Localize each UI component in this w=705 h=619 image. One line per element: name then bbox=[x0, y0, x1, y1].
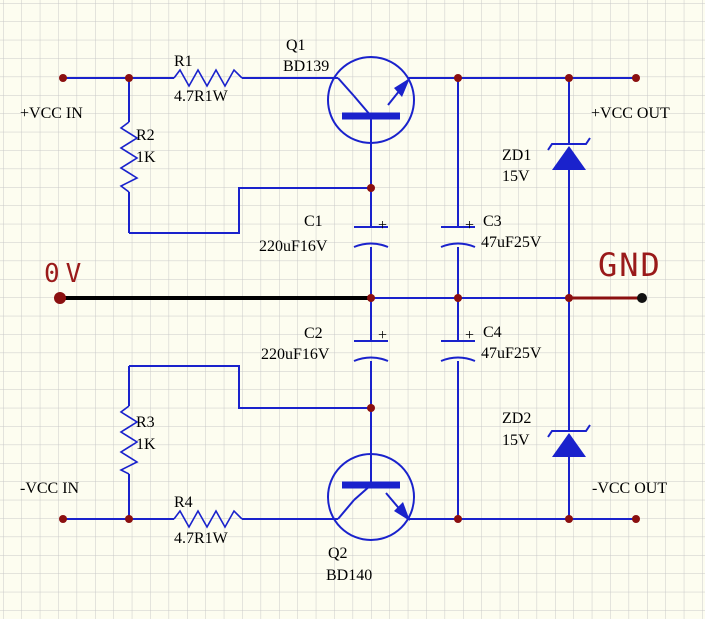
gnd-label: GND bbox=[598, 246, 662, 284]
q2-transistor bbox=[327, 453, 415, 541]
c2-ref: C2 bbox=[304, 325, 323, 342]
r1-resistor bbox=[173, 68, 243, 88]
c2-capacitor bbox=[353, 340, 389, 362]
zero-v-label: 0V bbox=[44, 259, 87, 289]
vcc-in-neg-label: -VCC IN bbox=[20, 480, 80, 497]
vcc-in-pos-label: +VCC IN bbox=[20, 105, 83, 122]
r1-ref: R1 bbox=[174, 53, 193, 70]
c3-capacitor bbox=[440, 226, 476, 248]
c3-polarity: + bbox=[465, 217, 474, 234]
q1-ref: Q1 bbox=[286, 37, 306, 54]
c4-value: 47uF25V bbox=[481, 345, 542, 362]
c1-value: 220uF16V bbox=[259, 238, 328, 255]
r4-value: 4.7R1W bbox=[174, 530, 229, 547]
r4-resistor bbox=[173, 509, 243, 529]
vcc-out-neg-label: -VCC OUT bbox=[592, 480, 667, 497]
r1-value: 4.7R1W bbox=[174, 88, 229, 105]
q2-ref: Q2 bbox=[328, 545, 348, 562]
zd1-zener bbox=[547, 137, 591, 170]
r3-value: 1K bbox=[136, 436, 156, 453]
c4-ref: C4 bbox=[483, 324, 502, 341]
zd2-value: 15V bbox=[502, 432, 530, 449]
r4-ref: R4 bbox=[174, 494, 193, 511]
r3-ref: R3 bbox=[136, 414, 155, 431]
c4-polarity: + bbox=[465, 327, 474, 344]
c1-polarity: + bbox=[378, 217, 387, 234]
zd2-zener bbox=[547, 424, 591, 457]
r2-ref: R2 bbox=[136, 127, 155, 144]
c4-capacitor bbox=[440, 340, 476, 362]
zd1-ref: ZD1 bbox=[502, 147, 531, 164]
junction-nodes bbox=[59, 74, 640, 523]
zero-v-terminal[interactable] bbox=[54, 292, 66, 304]
c2-polarity: + bbox=[378, 327, 387, 344]
r2-value: 1K bbox=[136, 149, 156, 166]
zd1-value: 15V bbox=[502, 168, 530, 185]
c1-capacitor bbox=[353, 226, 389, 248]
c3-ref: C3 bbox=[483, 213, 502, 230]
q1-transistor bbox=[327, 56, 415, 144]
r2-resistor bbox=[119, 121, 139, 193]
c2-value: 220uF16V bbox=[261, 346, 330, 363]
vcc-out-pos-label: +VCC OUT bbox=[591, 105, 670, 122]
r3-resistor bbox=[119, 405, 139, 475]
c3-value: 47uF25V bbox=[481, 234, 542, 251]
q2-part: BD140 bbox=[326, 567, 372, 584]
q1-part: BD139 bbox=[283, 58, 329, 75]
c1-ref: C1 bbox=[304, 213, 323, 230]
gnd-terminal[interactable] bbox=[637, 293, 647, 303]
zd2-ref: ZD2 bbox=[502, 410, 531, 427]
